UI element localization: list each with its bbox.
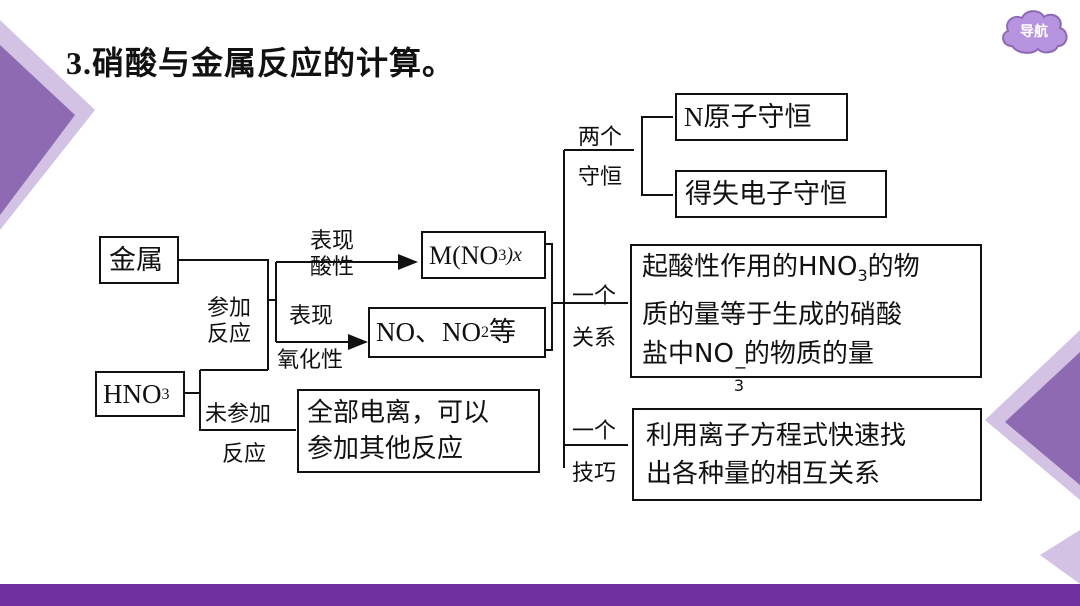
one-relation-label-line1: 一个 [572,284,617,309]
unreact-label-line1: 未参加 [205,402,272,427]
relation-line-3: 盐中NO−3 的物质的量 [642,335,874,395]
nav-button[interactable]: 导航 [998,6,1070,58]
cloud-icon [1002,10,1068,54]
title-text: 硝酸与金属反应的计算。 [92,44,456,82]
footer-bar [0,584,1080,606]
relation-line-1-b: 的物 [867,252,920,283]
relation-line-3-b: 的物质的量 [743,338,874,369]
nitrate-prefix: M(NO [429,240,499,270]
relation-line-2: 质的量等于生成的硝酸 [642,299,903,330]
oxidation-label-line2: 氧化性 [277,348,344,373]
unreact-label-line2: 反应 [222,442,267,467]
electron-conservation-text: 得失电子守恒 [685,178,847,210]
oxidation-label-line1: 表现 [289,304,334,329]
acidity-label: 表现 酸性 [310,229,355,280]
relation-line-1-a: 起酸性作用的HNO [642,252,858,283]
hno3-text: HNO [103,378,162,409]
nox-subscript: 2 [481,324,489,341]
title-number: 3. [66,45,92,81]
hno3-subscript: 3 [161,385,170,403]
one-relation-label-line2: 关系 [572,326,617,351]
page-title: 3.硝酸与金属反应的计算。 [66,38,455,84]
n-conservation-box: N原子守恒 [675,93,848,141]
relation-line-1: 起酸性作用的HNO3的物 [642,248,920,295]
relation-line-3-sub: 3 [733,375,745,395]
two-conservation-label: 两个 守恒 [578,125,623,190]
nav-label: 导航 [1020,24,1048,40]
electron-conservation-box: 得失电子守恒 [675,170,887,218]
one-technique-label-line1: 一个 [572,419,617,444]
relation-line-1-sub: 3 [857,266,868,286]
ionize-box: 全部电离，可以 参加其他反应 [297,389,540,473]
n-conservation-text: N原子守恒 [684,101,812,132]
nox-suffix: 等 [489,317,516,348]
nox-text: NO、NO [376,317,481,347]
right-dark-triangle [1005,352,1080,485]
metal-box: 金属 [99,236,179,284]
ionize-text: 全部电离，可以 参加其他反应 [307,398,490,464]
one-technique-label-line2: 技巧 [572,461,617,486]
react-label: 参加 反应 [207,296,252,347]
relation-line-3-a: 盐中NO [642,338,734,369]
corner-triangle [1040,530,1080,584]
relation-line-3-sup: − [733,357,748,377]
technique-box: 利用离子方程式快速找 出各种量的相互关系 [632,408,982,501]
nitrate-suffix: )x [506,243,522,266]
left-dark-triangle [0,45,75,215]
metal-text: 金属 [109,244,163,276]
nitrate-subscript: 3 [498,246,507,264]
technique-text: 利用离子方程式快速找 出各种量的相互关系 [646,420,907,489]
